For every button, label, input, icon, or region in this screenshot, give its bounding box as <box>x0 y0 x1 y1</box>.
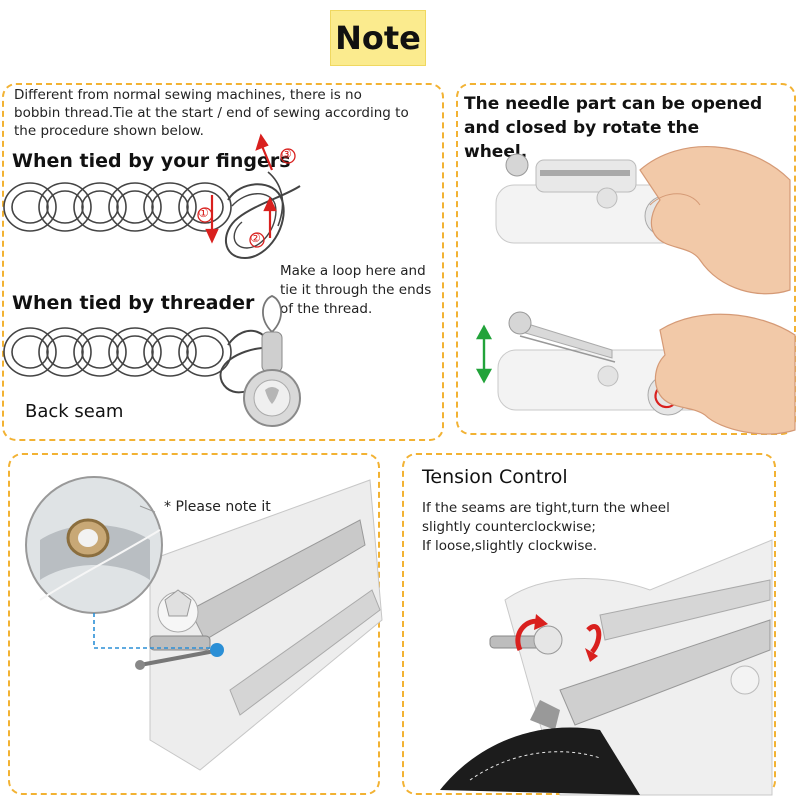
note-it-panel <box>8 453 380 795</box>
tying-description: Different from normal sewing machines, t… <box>14 87 409 139</box>
tension-line1: If the seams are tight,turn the wheel sl… <box>422 500 670 535</box>
magnified-callout <box>25 476 163 614</box>
callout-connector <box>93 613 214 649</box>
sewing-machine-tension <box>440 539 773 796</box>
open-close-arrow <box>475 324 493 384</box>
please-note-text: * Please note it <box>164 499 271 515</box>
fingers-heading: When tied by your fingers <box>12 150 291 172</box>
loop-note: Make a loop here and tie it through the … <box>280 263 432 317</box>
sewing-machine-side <box>135 479 383 771</box>
threader-heading: When tied by threader <box>12 292 255 314</box>
note-title: Note <box>335 19 421 57</box>
tension-heading: Tension Control <box>422 466 568 488</box>
step-label-1: ① <box>198 206 209 220</box>
hand-illustration-top <box>639 146 791 295</box>
needle-text: The needle part can be opened and closed… <box>464 94 763 162</box>
tension-arrows <box>515 614 602 662</box>
tying-panel <box>2 83 444 441</box>
needle-panel <box>456 83 796 435</box>
tension-line2: If loose,slightly clockwise. <box>422 538 598 554</box>
back-seam-label: Back seam <box>25 401 124 422</box>
threader-tool <box>243 295 301 427</box>
note-title-badge: Note <box>330 10 426 66</box>
chain-loops-top <box>3 182 232 232</box>
finger-loop <box>224 183 301 260</box>
step-label-2: ② <box>250 231 261 245</box>
hand-illustration-bottom <box>654 313 796 435</box>
step-label-3: ③ <box>281 147 292 161</box>
